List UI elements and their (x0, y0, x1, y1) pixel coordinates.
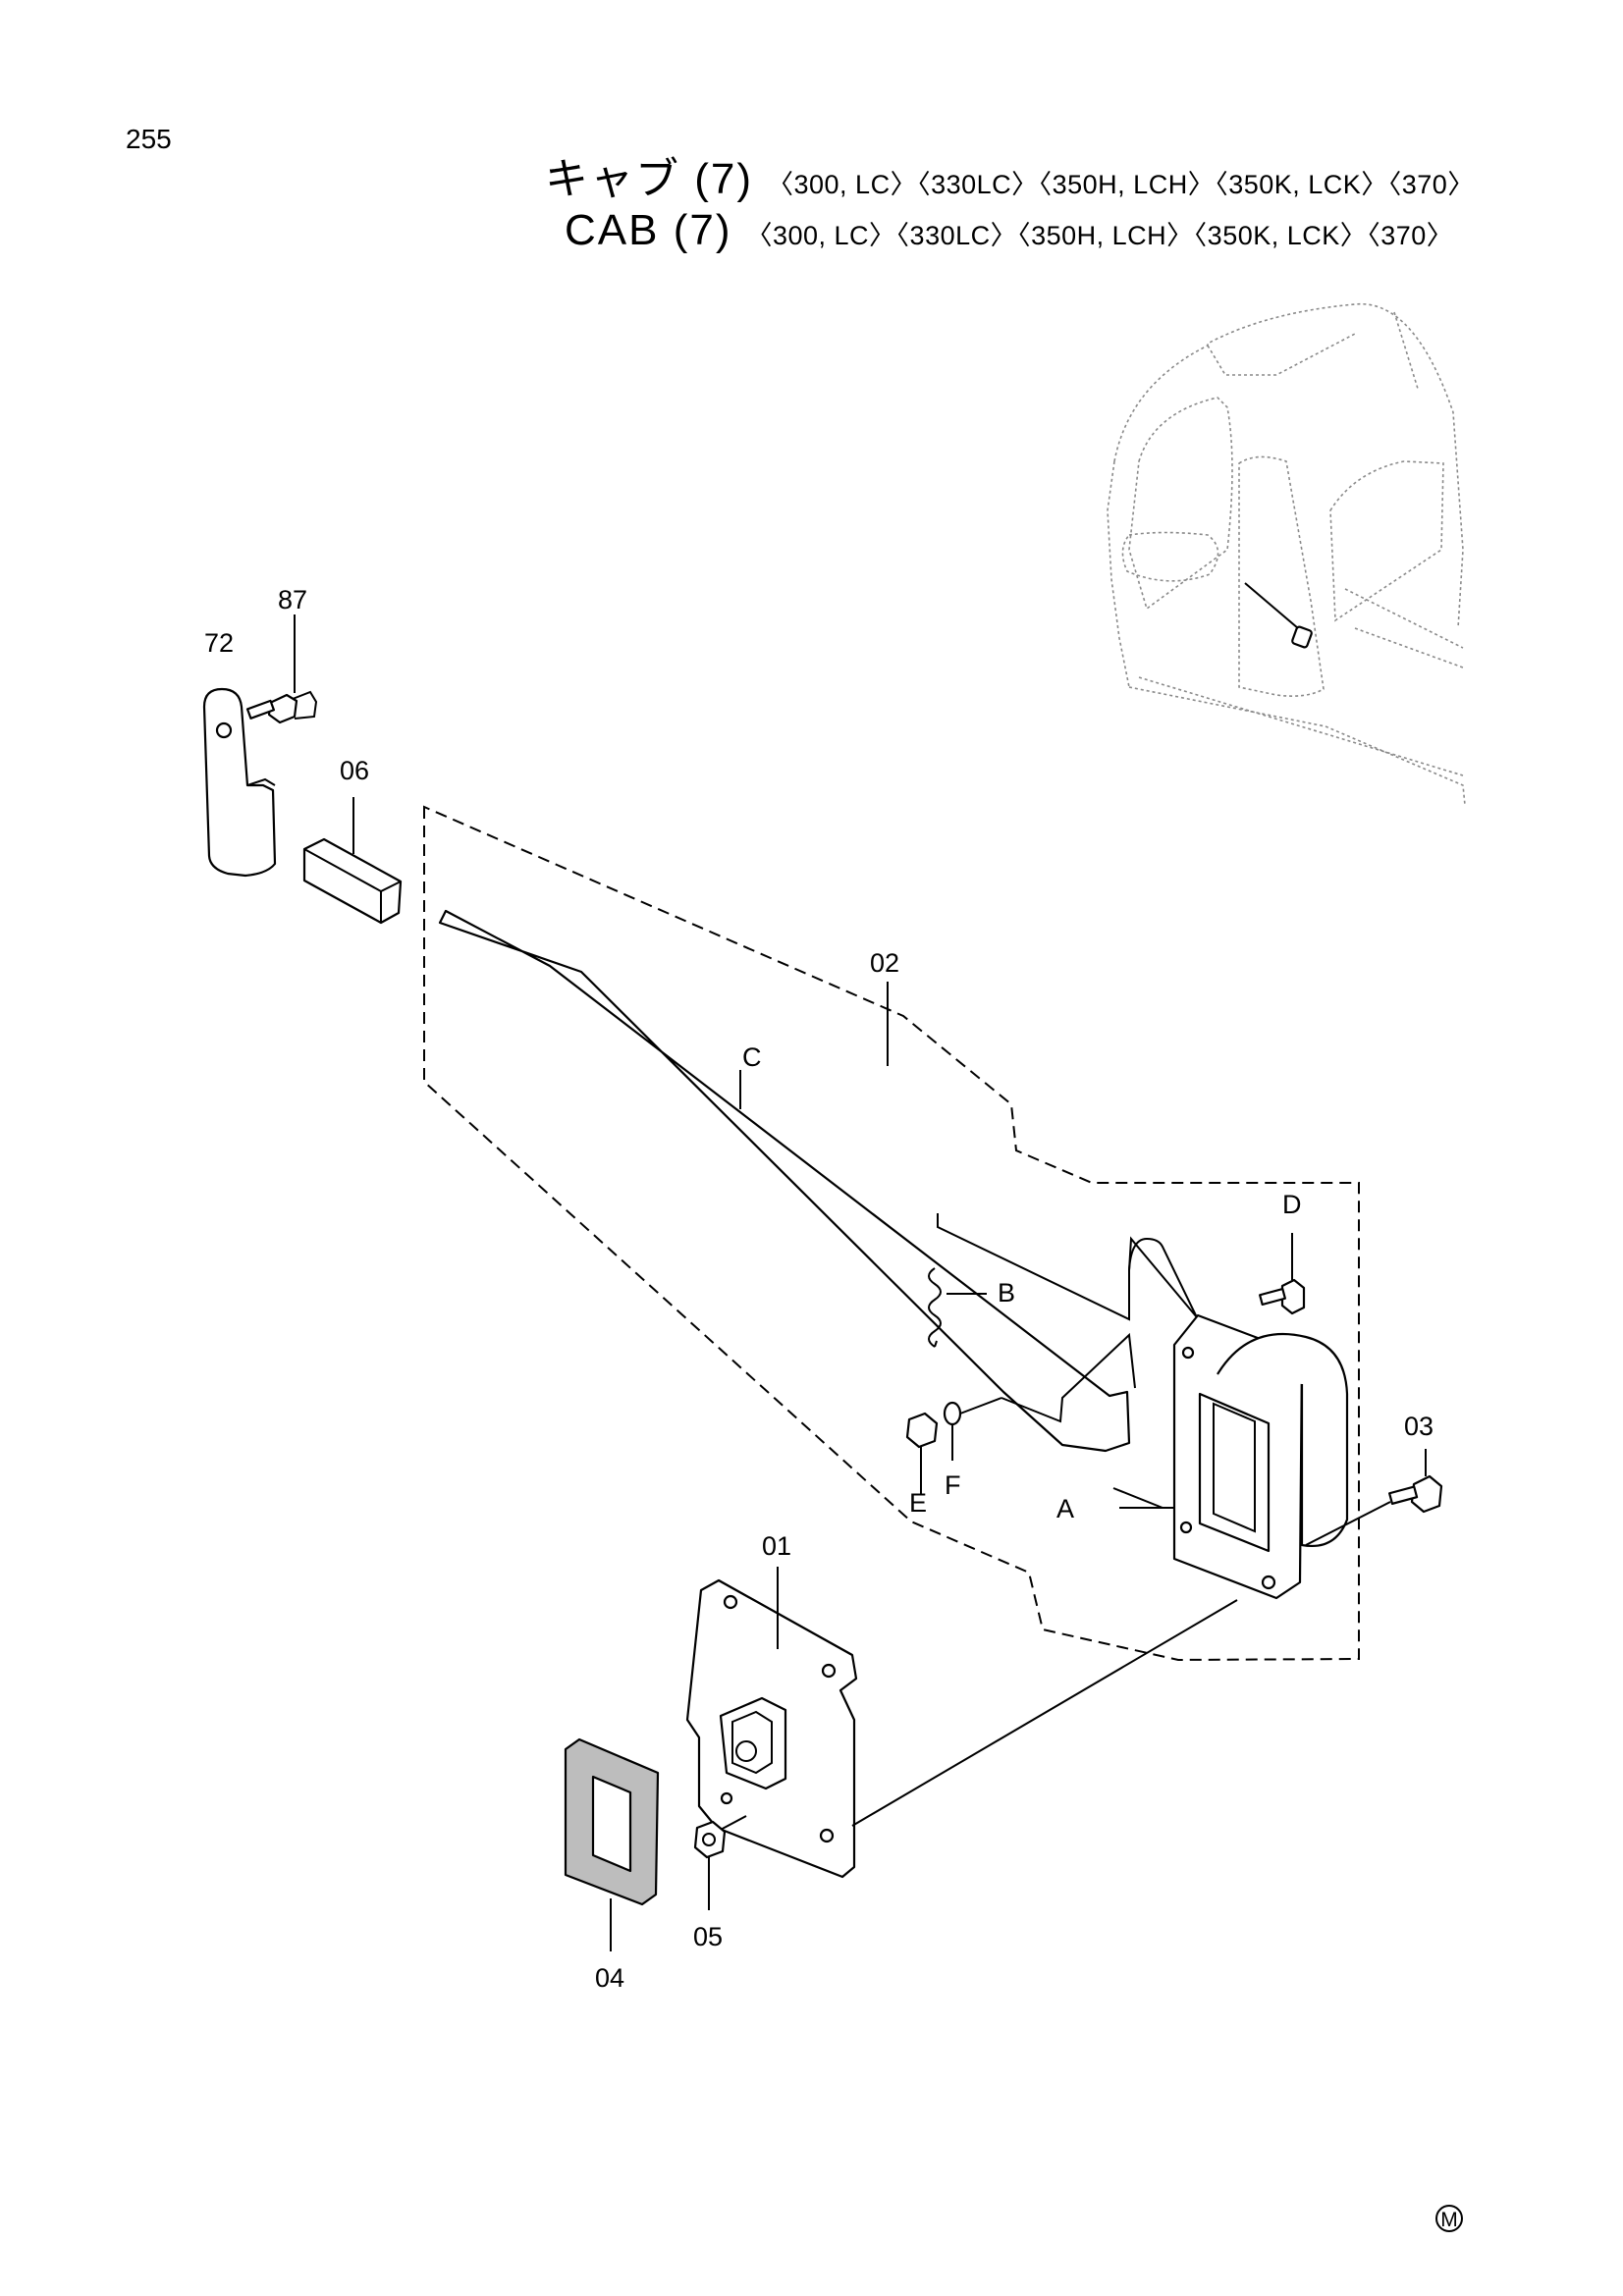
maker-mark: M (1435, 2205, 1463, 2232)
part-87-bolt (245, 614, 318, 724)
label-04: 04 (595, 1963, 624, 1993)
label-03: 03 (1404, 1412, 1434, 1441)
part-b-spring (928, 1267, 987, 1348)
part-d-bolt (1259, 1233, 1306, 1315)
label-72: 72 (204, 628, 234, 658)
part-06-sleeve (302, 797, 403, 925)
title-japanese: キャブ (7) 〈300, LC〉〈330LC〉〈350H, LCH〉〈350K,… (545, 143, 1475, 206)
page-number: 255 (126, 124, 172, 154)
label-c: C (742, 1042, 762, 1072)
part-01-plate (685, 1567, 1238, 1879)
label-a: A (1056, 1494, 1074, 1523)
part-05-nut (693, 1820, 727, 1910)
label-05: 05 (693, 1922, 723, 1951)
label-e: E (909, 1488, 927, 1518)
title-japanese-text: キャブ (7) (545, 155, 753, 203)
label-06: 06 (340, 756, 369, 785)
inset-latch-marker (1291, 625, 1313, 649)
label-d: D (1282, 1190, 1302, 1219)
part-03-bolt (1305, 1449, 1443, 1546)
label-01: 01 (762, 1531, 791, 1561)
title-english-text: CAB (7) (565, 206, 732, 254)
assembly-02-boundary (423, 805, 1360, 1662)
label-f: F (945, 1470, 961, 1500)
part-e-nut (905, 1412, 939, 1494)
label-b: B (998, 1278, 1015, 1308)
part-72-bracket (202, 687, 277, 878)
part-04-pad (564, 1737, 660, 1951)
part-c-rod (438, 909, 1131, 1453)
title-english-models: 〈300, LC〉〈330LC〉〈350H, LCH〉〈350K, LCK〉〈3… (745, 221, 1454, 250)
label-02: 02 (870, 948, 899, 978)
leader-a (1112, 1487, 1163, 1509)
label-87: 87 (278, 585, 307, 614)
title-english: CAB (7) 〈300, LC〉〈330LC〉〈350H, LCH〉〈350K,… (565, 206, 1453, 255)
maker-mark-letter: M (1440, 2209, 1458, 2231)
part-a-latch-base (937, 1213, 1349, 1600)
cab-location-inset (1107, 302, 1466, 806)
title-japanese-models: 〈300, LC〉〈330LC〉〈350H, LCH〉〈350K, LCK〉〈3… (767, 170, 1475, 199)
part-f-washer (943, 1397, 1002, 1461)
